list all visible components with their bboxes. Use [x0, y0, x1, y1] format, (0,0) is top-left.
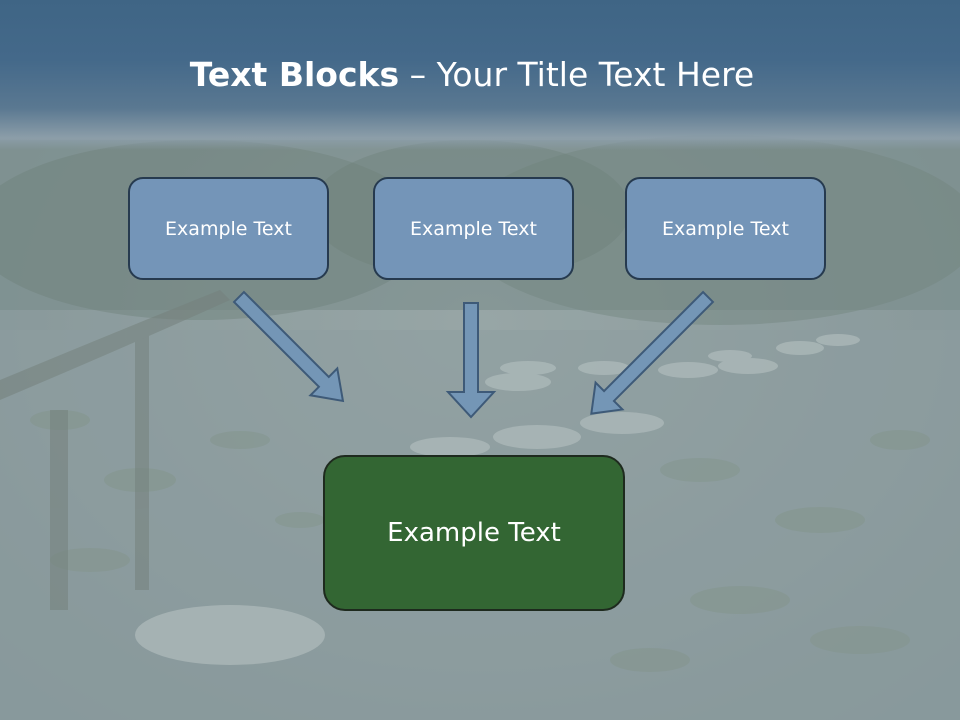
text-block-2-label: Example Text	[410, 217, 537, 240]
slide-title[interactable]: Text Blocks – Your Title Text Here	[0, 52, 944, 98]
main-text-block-label: Example Text	[387, 518, 561, 548]
text-block-1[interactable]: Example Text	[128, 177, 329, 280]
title-rest-part: – Your Title Text Here	[399, 55, 755, 94]
title-bar	[0, 0, 960, 150]
text-block-1-label: Example Text	[165, 217, 292, 240]
text-block-2[interactable]: Example Text	[373, 177, 574, 280]
main-text-block[interactable]: Example Text	[323, 455, 625, 611]
title-bold-part: Text Blocks	[189, 55, 400, 94]
text-block-3[interactable]: Example Text	[625, 177, 826, 280]
text-block-3-label: Example Text	[662, 217, 789, 240]
